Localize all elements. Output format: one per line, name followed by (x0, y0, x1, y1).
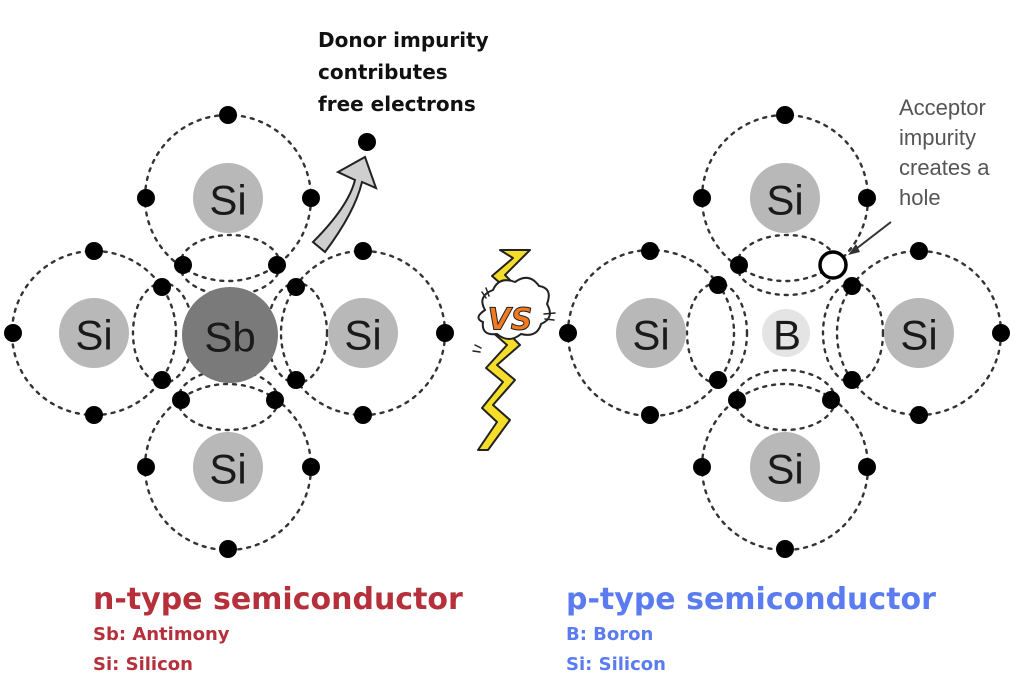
electron (137, 458, 155, 476)
electron (174, 256, 192, 274)
label-right-si: Si (900, 312, 937, 359)
atom-center-b (762, 309, 810, 357)
electron (858, 189, 876, 207)
p-type-title: p-type semiconductor (566, 582, 936, 617)
donor-annotation: Donor impurity contributes free electron… (318, 24, 489, 120)
electrons-p (559, 106, 1010, 558)
electron (354, 242, 372, 260)
atom-left-si (59, 298, 129, 368)
acceptor-annotation: Acceptor impurity creates a hole (899, 93, 990, 213)
electron (858, 458, 876, 476)
versus-label: VS (488, 303, 533, 338)
electron (153, 278, 171, 296)
versus-graphic: VS (472, 249, 556, 451)
electron (287, 278, 305, 296)
bond-bottom (733, 368, 837, 432)
electron (85, 406, 103, 424)
n-type-legend-sb: Sb: Antimony (93, 624, 230, 645)
atom-left-si (616, 298, 686, 368)
electron (85, 242, 103, 260)
electron (843, 371, 861, 389)
label-center-b: B (773, 312, 801, 359)
electron (172, 391, 190, 409)
n-type-title: n-type semiconductor (93, 582, 463, 617)
n-type-legend-si: Si: Silicon (93, 654, 193, 675)
label-right-si: Si (344, 312, 381, 359)
electron (728, 391, 746, 409)
bond-right (821, 281, 885, 385)
bond-top (178, 233, 282, 297)
p-type-lattice: Si Si Si Si B (559, 106, 1010, 558)
electron (4, 324, 22, 342)
electron (219, 540, 237, 558)
electron (709, 371, 727, 389)
bond-left (685, 281, 749, 385)
electron (354, 406, 372, 424)
acceptor-annotation-line: Acceptor (899, 95, 986, 120)
electron (693, 189, 711, 207)
electron (693, 458, 711, 476)
donor-annotation-line: contributes (318, 60, 448, 84)
label-bottom-si: Si (766, 446, 803, 493)
electron (266, 391, 284, 409)
label-center-sb: Sb (204, 314, 255, 361)
label-top-si: Si (209, 177, 246, 224)
hole-pointer-arrow-icon (848, 221, 892, 255)
electron (776, 106, 794, 124)
acceptor-annotation-line: hole (899, 185, 941, 210)
electron (910, 242, 928, 260)
electron (302, 458, 320, 476)
electron (287, 371, 305, 389)
n-type-caption: n-type semiconductor Sb: Antimony Si: Si… (93, 580, 463, 680)
atom-bottom-si (193, 432, 263, 502)
n-type-lattice: Si Si Si Si Sb (4, 106, 454, 558)
electron (822, 391, 840, 409)
free-electron (358, 133, 376, 151)
label-top-si: Si (766, 177, 803, 224)
label-left-si: Si (632, 312, 669, 359)
hole-icon (818, 250, 848, 280)
electron (219, 106, 237, 124)
electron (137, 189, 155, 207)
donor-annotation-line: free electrons (318, 92, 476, 116)
free-electron-arrow-icon (311, 155, 378, 254)
atom-bottom-si (750, 432, 820, 502)
atom-top-si (750, 163, 820, 233)
electrons-n (4, 106, 454, 558)
electron (302, 189, 320, 207)
burst-cloud-icon (477, 276, 551, 340)
electron (153, 371, 171, 389)
electron (992, 324, 1010, 342)
donor-annotation-line: Donor impurity (318, 28, 489, 52)
electron (709, 276, 727, 294)
atom-right-si (884, 298, 954, 368)
p-type-legend-si: Si: Silicon (566, 654, 666, 675)
atom-top-si (193, 163, 263, 233)
electron (910, 406, 928, 424)
atom-center-sb (182, 287, 278, 383)
electron (268, 256, 286, 274)
electron (436, 324, 454, 342)
acceptor-annotation-line: creates a (899, 155, 990, 180)
acceptor-annotation-line: impurity (899, 125, 977, 150)
p-type-caption: p-type semiconductor B: Boron Si: Silico… (566, 580, 936, 680)
electron (559, 324, 577, 342)
electron (843, 277, 861, 295)
p-type-legend-b: B: Boron (566, 624, 654, 645)
electron (776, 540, 794, 558)
impact-lines (472, 287, 556, 353)
atom-right-si (328, 298, 398, 368)
electron (641, 242, 659, 260)
label-bottom-si: Si (209, 446, 246, 493)
electron (730, 256, 748, 274)
electron (641, 406, 659, 424)
label-left-si: Si (75, 312, 112, 359)
